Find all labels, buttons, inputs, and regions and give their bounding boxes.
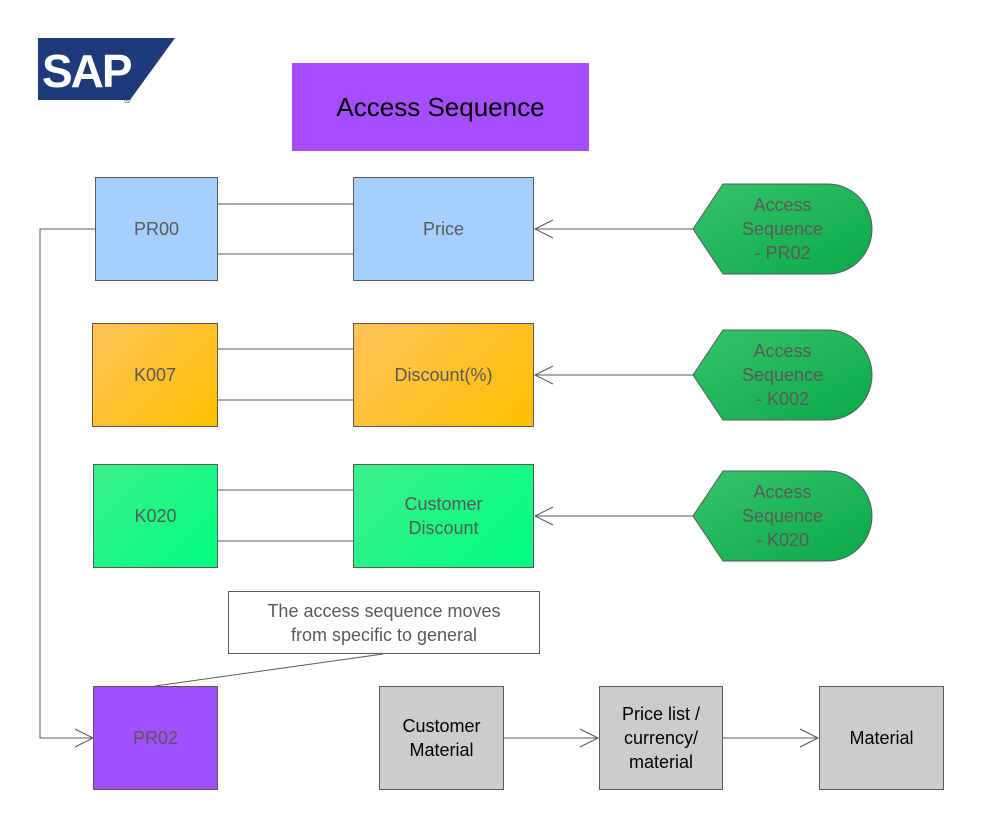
- tag-line: Sequence: [741, 506, 824, 526]
- sequence-line: Material: [849, 728, 914, 748]
- tag-line: - K020: [755, 530, 810, 550]
- note-pointer: [154, 653, 384, 687]
- tag-line: Sequence: [741, 219, 824, 239]
- access-sequence-k002-label: Access Sequence - K002: [705, 330, 860, 420]
- sequence-customer-material: Customer Material: [379, 686, 504, 790]
- sequence-line: currency/: [623, 728, 698, 748]
- meaning-price: Price: [353, 177, 534, 281]
- meaning-discount: Discount(%): [353, 323, 534, 427]
- tag-line: Access: [753, 482, 812, 502]
- access-sequence-tag-k002: [692, 329, 873, 421]
- condition-type-pr00: PR00: [95, 177, 218, 281]
- sequence-line: Material: [409, 740, 474, 760]
- note-callout: The access sequence moves from specific …: [228, 591, 540, 654]
- note-line: from specific to general: [290, 624, 478, 645]
- connector-pr00-to-pr02: [39, 228, 95, 739]
- sequence-material: Material: [819, 686, 944, 790]
- page-title: Access Sequence: [292, 63, 589, 151]
- access-sequence-pr02-label: Access Sequence - PR02: [705, 184, 860, 274]
- sequence-pricelist-currency-material: Price list / currency/ material: [599, 686, 723, 790]
- sequence-line: Customer: [402, 716, 481, 736]
- meaning-customer-discount: Customer Discount: [353, 464, 534, 568]
- condition-type-k007: K007: [92, 323, 218, 427]
- access-sequence-k020-label: Access Sequence - K020: [705, 471, 860, 561]
- sap-logo-registered: ®: [124, 95, 131, 105]
- sap-logo-text: SAP: [42, 45, 133, 97]
- tag-line: Access: [753, 341, 812, 361]
- sap-logo-shape: [38, 38, 175, 100]
- access-sequence-tag-pr02: [692, 183, 873, 275]
- access-sequence-tag-k020: [692, 470, 873, 562]
- meaning-line: Discount: [408, 518, 479, 538]
- condition-type-pr02: PR02: [93, 686, 218, 790]
- tag-line: - K002: [755, 389, 810, 409]
- sequence-line: material: [628, 752, 693, 772]
- condition-type-k020: K020: [93, 464, 218, 568]
- tag-line: - PR02: [754, 243, 811, 263]
- note-line: The access sequence moves: [267, 600, 501, 621]
- tag-line: Access: [753, 195, 812, 215]
- tag-line: Sequence: [741, 365, 824, 385]
- sequence-line: Price list /: [621, 704, 700, 724]
- meaning-line: Customer: [404, 494, 483, 514]
